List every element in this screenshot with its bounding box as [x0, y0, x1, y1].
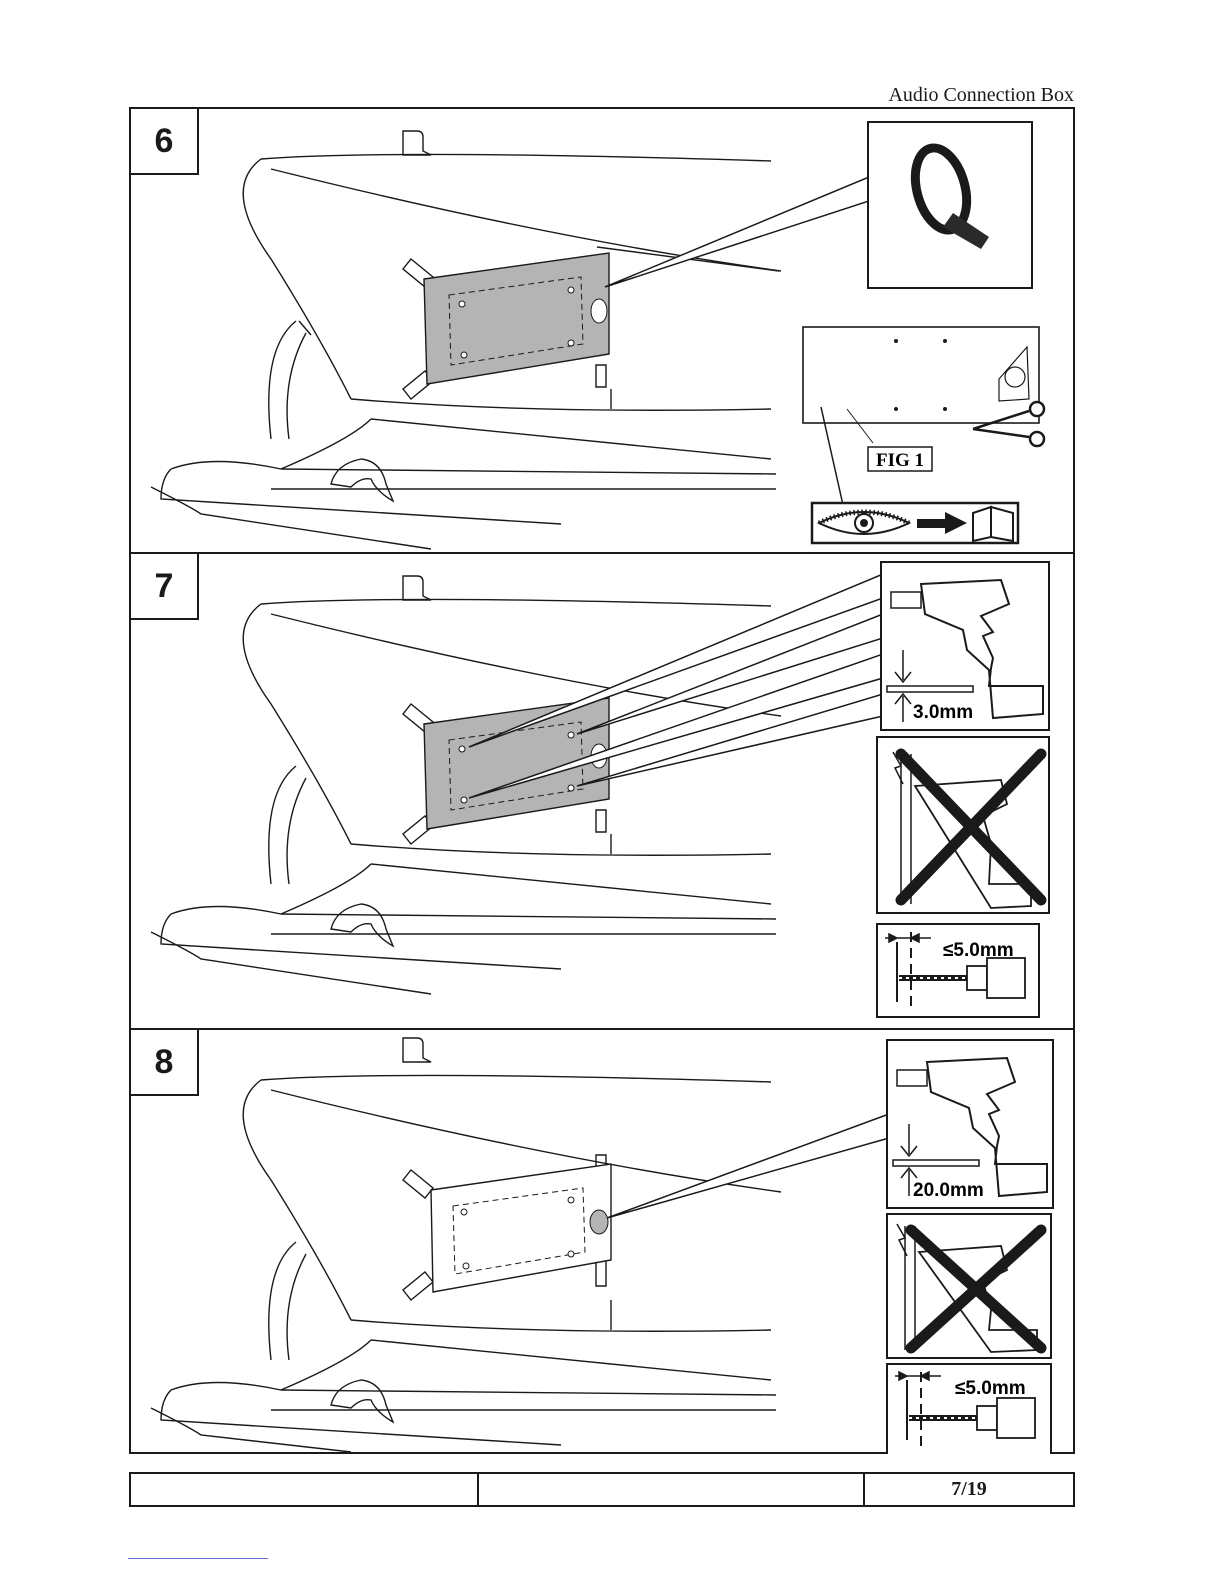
step-8-panel: 20.0mm ≤5.0mm [131, 1028, 1073, 1452]
tape-roll-icon [868, 122, 1032, 288]
footer-cell-left [131, 1474, 479, 1505]
step-6-template [424, 253, 609, 384]
book-icon [973, 507, 1013, 541]
read-manual-strip [812, 503, 1018, 543]
drill-depth-icon: ≤5.0mm [887, 1364, 1051, 1454]
step-8-depth-limit: ≤5.0mm [955, 1378, 1026, 1399]
footnote-rule [128, 1558, 268, 1559]
step-7-drill-size: 3.0mm [913, 702, 973, 723]
step-6-panel: FIG 1 [131, 109, 1073, 552]
step-7-panel: 3.0mm ≤5.0mm [131, 552, 1073, 1028]
drill-icon: 20.0mm [887, 1040, 1053, 1208]
step-8-drill-size: 20.0mm [913, 1180, 984, 1201]
instruction-frame: FIG 1 [129, 107, 1075, 1454]
fig-1-label: FIG 1 [876, 450, 924, 471]
page-footer: 7/19 [129, 1472, 1075, 1507]
step-7-illustration: 3.0mm ≤5.0mm [131, 554, 1073, 1030]
step-8-illustration: 20.0mm ≤5.0mm [131, 1030, 1073, 1454]
step-8-number: 8 [131, 1030, 199, 1096]
no-hammer-drill-icon [887, 1214, 1051, 1358]
fig-1-template-diagram: FIG 1 [803, 327, 1039, 505]
step-6-illustration: FIG 1 [131, 109, 1073, 552]
drill-depth-icon: ≤5.0mm [877, 924, 1039, 1017]
page-number: 7/19 [865, 1474, 1073, 1505]
step-7-depth-limit: ≤5.0mm [943, 940, 1014, 961]
footer-cell-middle [479, 1474, 865, 1505]
no-hammer-drill-icon [877, 737, 1049, 913]
step-6-number: 6 [131, 109, 199, 175]
drill-icon: 3.0mm [881, 562, 1049, 730]
document-title: Audio Connection Box [888, 84, 1074, 107]
step-7-number: 7 [131, 554, 199, 620]
step-8-template [431, 1164, 611, 1292]
